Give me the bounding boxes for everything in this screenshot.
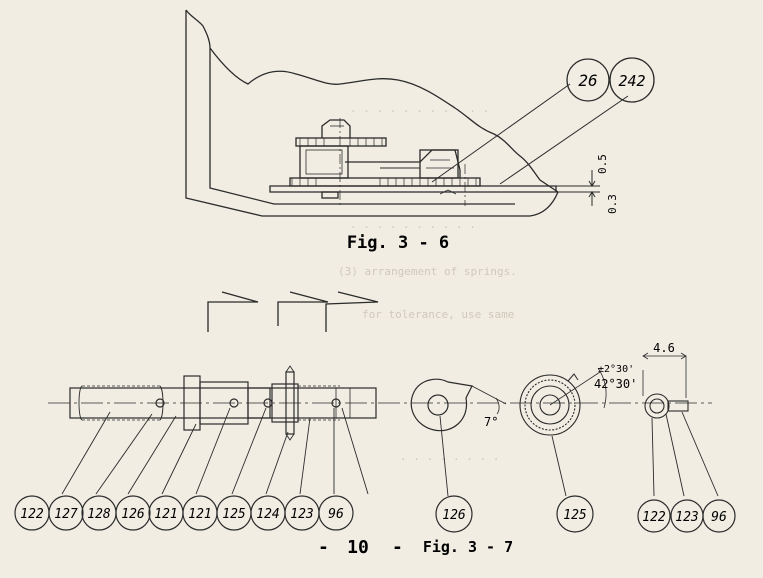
angle-7: 7°	[484, 415, 498, 429]
svg-text:242: 242	[618, 72, 645, 90]
callout-127: 127	[48, 495, 84, 531]
svg-text:. . . . . . . . . . .: . . . . . . . . . . .	[350, 102, 489, 115]
svg-text:. . . . . . . .: . . . . . . . .	[400, 450, 499, 463]
cam-126-bore	[427, 394, 449, 416]
detail-pin-assembly	[642, 352, 719, 497]
callout-125: 125	[216, 495, 252, 531]
main-shaft	[69, 387, 377, 419]
callout-96: 96	[318, 495, 354, 531]
shaft-callouts: 122 127 128 126 121 121 125 124 123 96	[14, 495, 354, 531]
shaft-assembly	[69, 365, 377, 441]
pin-hole-2	[229, 398, 239, 408]
callout-122-detail: 122	[637, 499, 671, 533]
gear-125-bore	[539, 394, 561, 416]
callout-96-detail: 96	[702, 499, 736, 533]
callout-242: 242	[609, 57, 655, 103]
collar-122	[644, 393, 670, 419]
page-number: 10	[347, 537, 369, 558]
pinion-block	[419, 149, 459, 179]
shaft-stub	[321, 191, 339, 199]
top-boss	[321, 119, 351, 138]
svg-text:126: 126	[442, 508, 466, 523]
large-gear	[289, 177, 481, 187]
fig-3-7-caption: Fig. 3 - 7	[423, 538, 513, 556]
callout-125-detail: 125	[556, 495, 594, 533]
angle-42-30: 42°30'	[594, 377, 637, 391]
bleed-through-line-2: for tolerance, use same	[362, 308, 514, 321]
callout-122: 122	[14, 495, 50, 531]
pin-96	[667, 400, 689, 412]
spring-sketches	[207, 291, 379, 332]
svg-text:126: 126	[121, 507, 145, 522]
svg-text:125: 125	[222, 507, 246, 522]
fig-3-6-leaders	[431, 83, 629, 206]
svg-text:26: 26	[578, 71, 597, 90]
svg-text:123: 123	[290, 507, 313, 522]
dimension-0-3: 0.3	[606, 194, 619, 214]
callout-124: 124	[250, 495, 286, 531]
detail-125	[519, 367, 607, 497]
fig-3-6-caption: Fig. 3 - 6	[347, 233, 449, 253]
bleed-through-line-1: (3) arrangement of springs.	[338, 265, 517, 278]
svg-text:125: 125	[563, 508, 587, 523]
callout-26: 26	[566, 58, 610, 102]
shaft-leaders	[61, 407, 369, 495]
gear-hub	[299, 145, 349, 179]
callout-123-detail: 123	[670, 499, 704, 533]
svg-text:96: 96	[711, 510, 727, 525]
upper-gear-teeth	[299, 138, 383, 146]
bleed-through: . . . . . . . . . . . . . . . . . . . . …	[338, 102, 517, 463]
upper-gear	[295, 137, 387, 147]
svg-text:124: 124	[256, 507, 279, 522]
gear-125-section	[285, 371, 295, 435]
callout-123: 123	[284, 495, 320, 531]
pin-hole-1	[155, 398, 165, 408]
base-plate	[269, 185, 557, 193]
callout-121-second: 121	[182, 495, 218, 531]
svg-text:121: 121	[154, 507, 177, 522]
page-dash-left: -	[318, 537, 329, 558]
dimension-4-6: 4.6	[653, 341, 675, 355]
callout-121: 121	[148, 495, 184, 531]
housing-inner-outline	[209, 48, 515, 205]
svg-text:123: 123	[675, 510, 698, 525]
large-gear-teeth	[291, 178, 477, 186]
svg-text:122: 122	[20, 507, 44, 522]
tolerance-2-30: ±2°30'	[598, 364, 634, 375]
svg-text:121: 121	[188, 507, 211, 522]
svg-text:128: 128	[87, 507, 111, 522]
callout-126-detail: 126	[435, 495, 473, 533]
callout-128: 128	[81, 495, 117, 531]
cam-126-outline	[410, 378, 473, 432]
dimension-0-5: 0.5	[596, 154, 609, 174]
gear-125-outer	[519, 374, 581, 436]
pin-hole-3	[263, 398, 273, 408]
svg-text:. . . . . . . . . .: . . . . . . . . . .	[350, 218, 476, 231]
svg-text:122: 122	[642, 510, 666, 525]
page-dash-right: -	[392, 537, 403, 558]
housing-break-line	[209, 47, 559, 193]
gear-hub-inner	[305, 149, 343, 175]
detail-126	[410, 378, 507, 497]
housing-break-left	[185, 9, 211, 49]
callout-126: 126	[115, 495, 151, 531]
housing-outer-outline	[185, 10, 559, 217]
svg-text:127: 127	[54, 507, 78, 522]
svg-text:96: 96	[328, 507, 344, 522]
detail-small-callouts: 122 123 96	[637, 499, 736, 533]
